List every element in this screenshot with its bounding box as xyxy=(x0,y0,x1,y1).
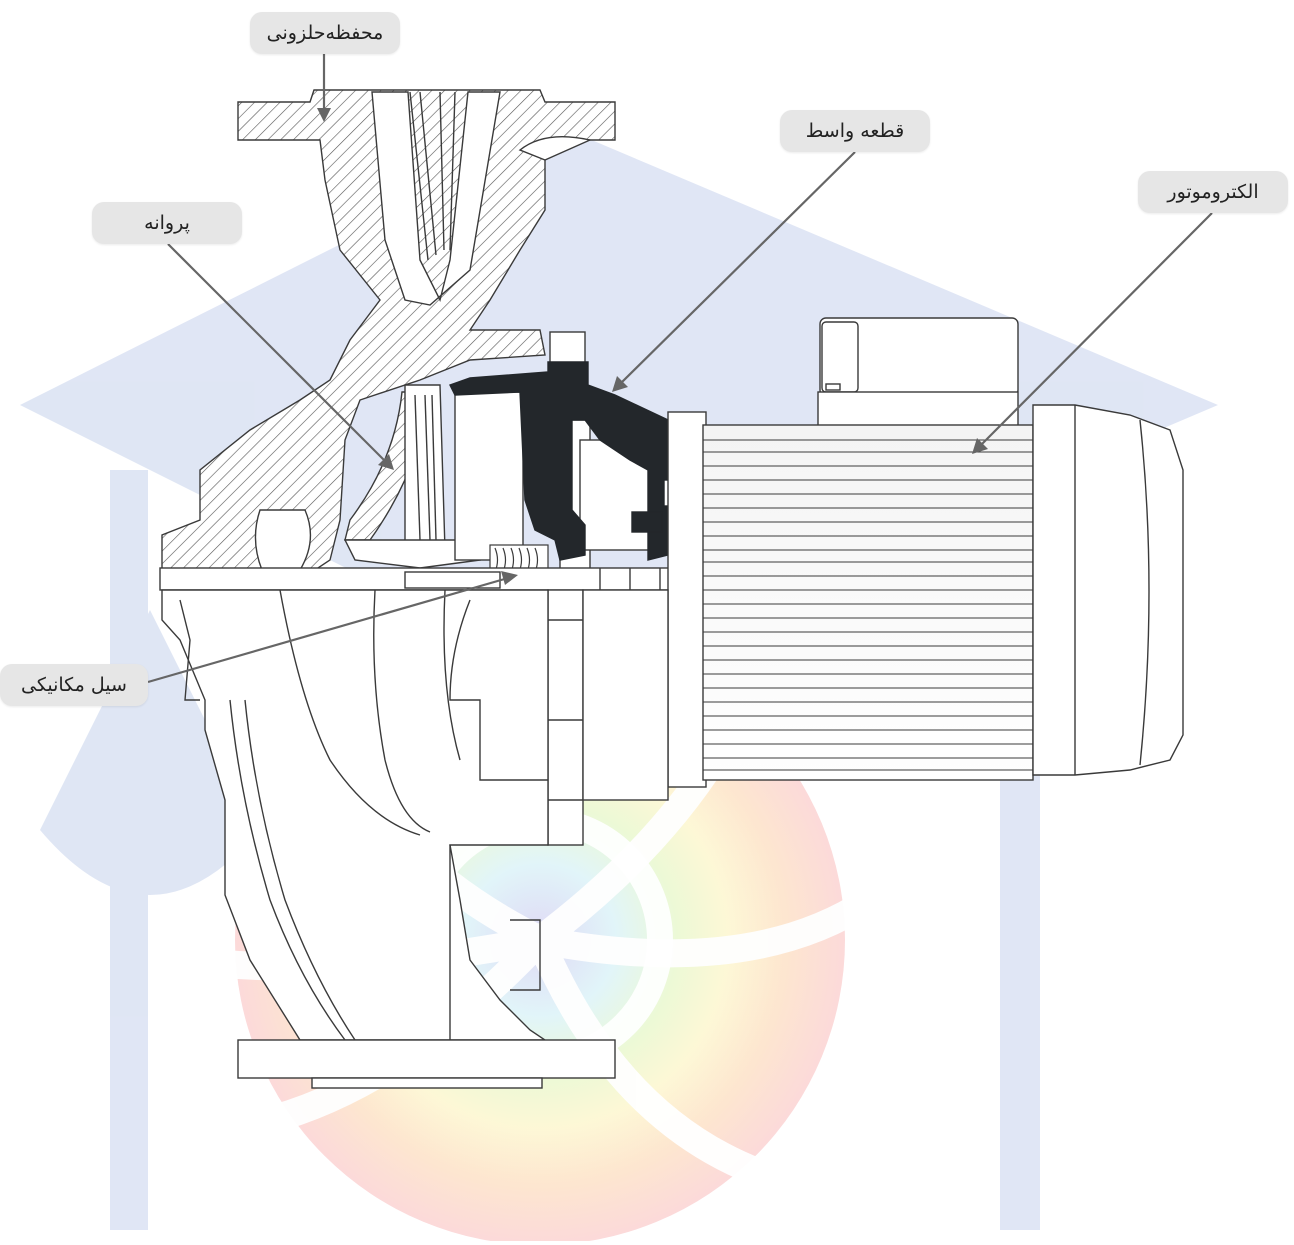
label-impeller: پروانه xyxy=(92,202,242,244)
leader-volute xyxy=(317,54,331,122)
label-middle-piece: قطعه واسط xyxy=(780,110,930,152)
volute-casing xyxy=(161,89,616,589)
middle-piece-part xyxy=(449,361,671,561)
base-plate xyxy=(237,1039,616,1089)
label-electromotor: الکتروموتور xyxy=(1138,171,1288,213)
electric-motor-part xyxy=(702,317,1184,781)
label-volute: محفظه‌حلزونی xyxy=(250,12,400,54)
leader-mechanical-seal xyxy=(147,571,518,684)
arrow-head-icon xyxy=(378,454,394,470)
leader-impeller xyxy=(167,243,394,470)
label-mechanical-seal: سیل مکانیکی xyxy=(0,664,148,706)
arrow-head-icon xyxy=(501,571,518,585)
leader-middle-piece xyxy=(612,151,856,392)
arrow-head-icon xyxy=(972,438,988,454)
pump-drawing xyxy=(159,89,1184,1089)
arrow-head-icon xyxy=(317,108,331,122)
leader-electromotor xyxy=(972,212,1213,454)
shaft xyxy=(159,567,701,591)
leader-lines xyxy=(147,54,1213,684)
motor-flange xyxy=(547,411,707,846)
cooling-fins xyxy=(703,439,1033,771)
arrow-head-icon xyxy=(612,376,628,392)
